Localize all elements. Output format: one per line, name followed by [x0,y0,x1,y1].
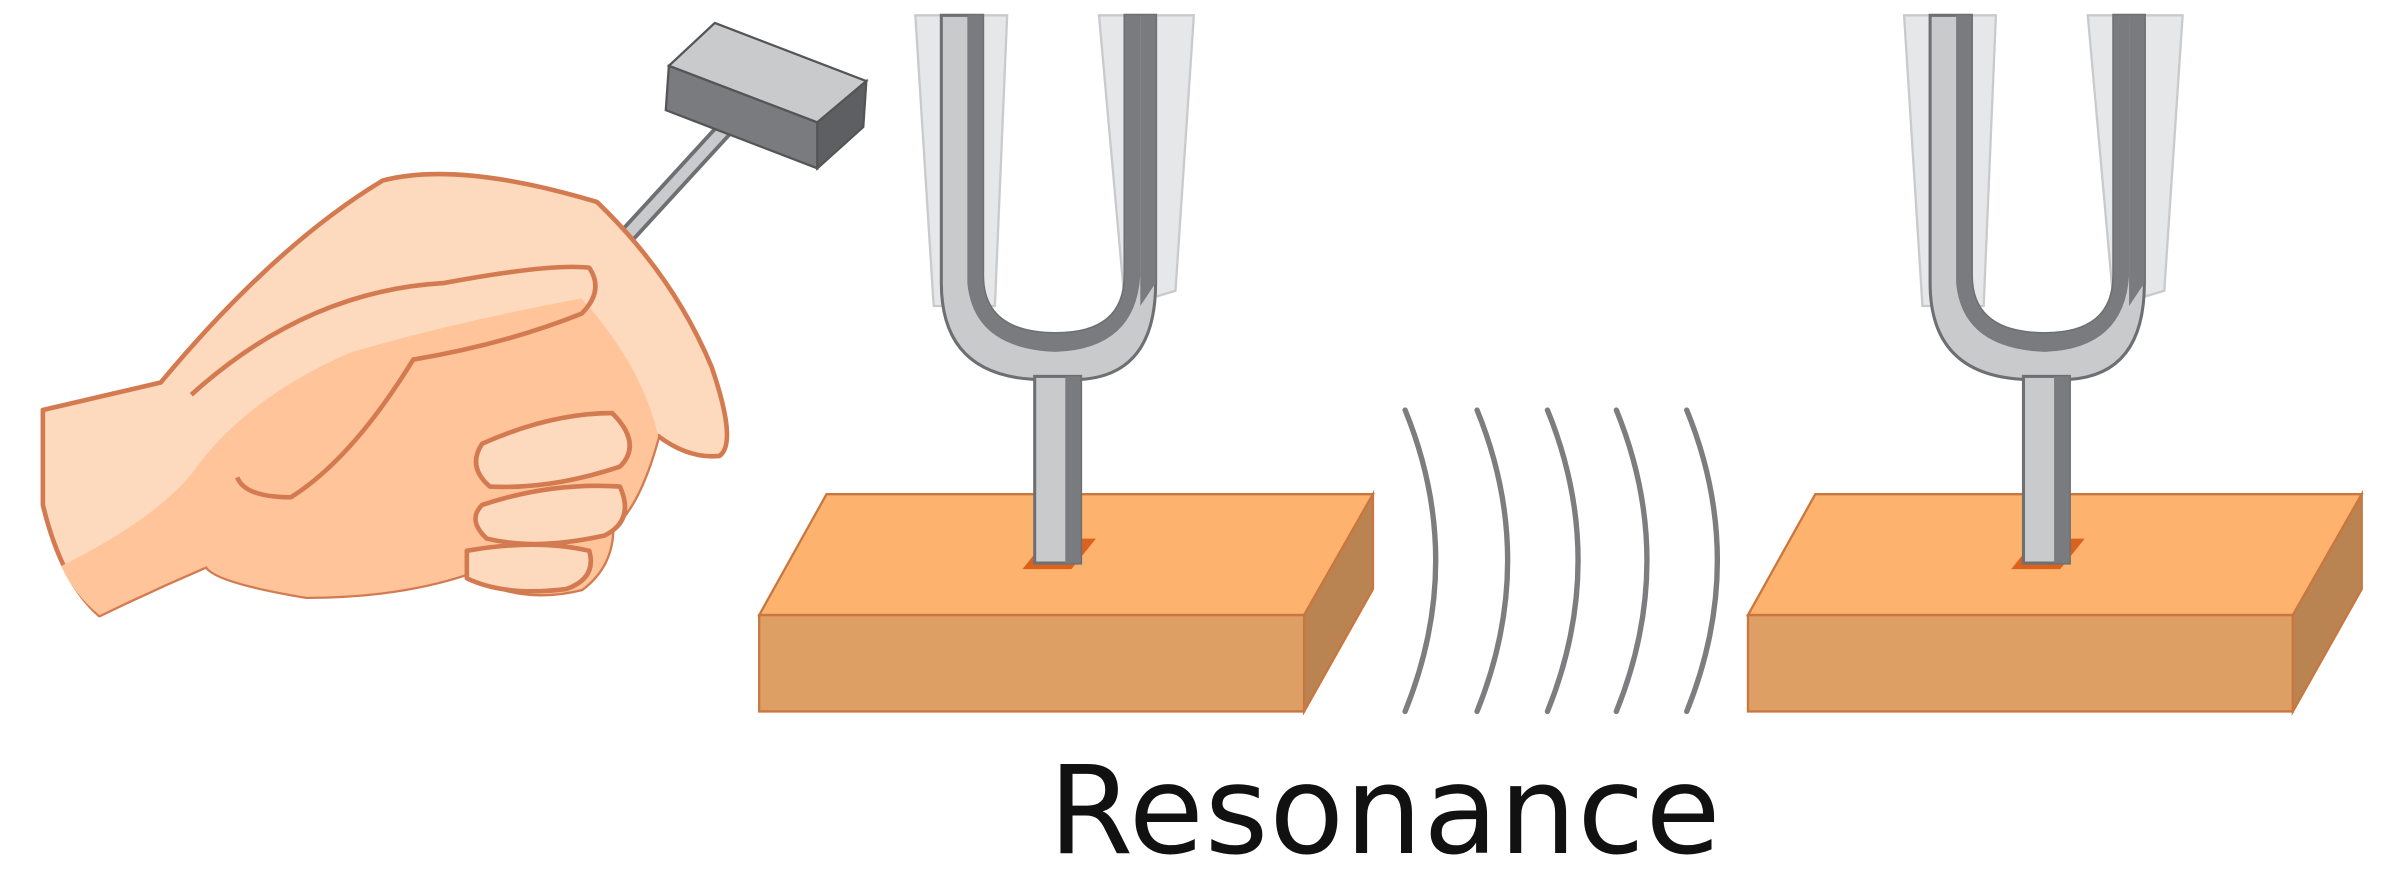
sound-waves [1402,407,1721,715]
diagram-title: Resonance [1048,740,1722,882]
left-tuning-fork [913,13,1196,565]
hand [40,171,730,618]
right-tuning-fork [1902,13,2185,565]
